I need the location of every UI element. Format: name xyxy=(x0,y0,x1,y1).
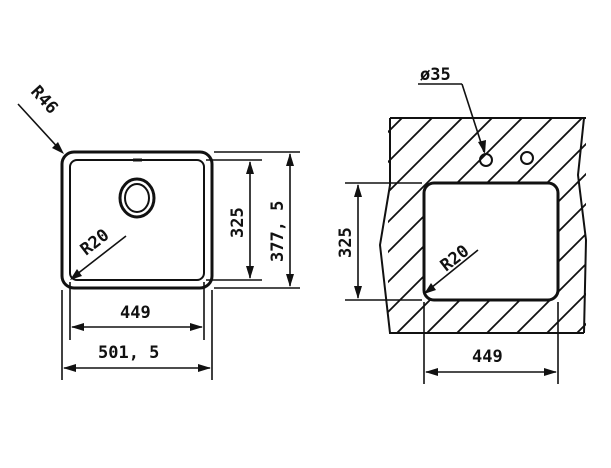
dim-377-label: 377, 5 xyxy=(268,201,288,262)
diameter-label: ø35 xyxy=(420,65,451,85)
hatch-line xyxy=(388,118,561,333)
drain-outer xyxy=(118,177,156,219)
r20-left-label: R20 xyxy=(77,225,114,260)
hatch-line xyxy=(539,118,586,333)
hatch-line xyxy=(449,118,586,333)
dim-377-arrow-bottom xyxy=(286,274,294,287)
countertop-outline xyxy=(378,117,586,334)
dim-449-left-arrow-l xyxy=(71,323,84,331)
dim-501-label: 501, 5 xyxy=(98,343,159,363)
dim-449-left-arrow-r xyxy=(190,323,203,331)
outer-rim xyxy=(60,150,214,290)
r20-right-label: R20 xyxy=(437,241,474,276)
dim-325-right-arrow-top xyxy=(354,184,362,197)
hatch-line xyxy=(569,118,586,333)
hatch-line xyxy=(600,110,611,340)
hatch-line xyxy=(479,118,586,333)
r46-arrowhead xyxy=(52,142,64,154)
hatch-line xyxy=(388,118,531,333)
drain-inner xyxy=(124,183,150,213)
dim-325-left-arrow-bottom xyxy=(246,266,254,279)
hatch-line xyxy=(509,118,586,333)
tap-hole-2 xyxy=(520,151,534,165)
dim-449-right-arrow-l xyxy=(425,368,438,376)
tap-hole-1 xyxy=(479,153,493,167)
dim-377-arrow-top xyxy=(286,153,294,166)
dim-325-left-label: 325 xyxy=(228,207,248,238)
hatch-line xyxy=(150,110,380,340)
hatch-line xyxy=(388,118,501,333)
dim-501-arrow-l xyxy=(63,364,76,372)
hatch-line xyxy=(388,118,471,333)
r46-leader xyxy=(17,103,63,153)
hatch-line xyxy=(388,118,441,333)
r20-left-leader xyxy=(71,235,127,279)
dim-325-right-arrow-bottom xyxy=(354,286,362,299)
left-view: R46 R20 325 377, 5 449 501, xyxy=(17,82,300,380)
r20-left-arrowhead xyxy=(70,269,82,280)
r46-label: R46 xyxy=(26,82,61,118)
dim-325-left-arrow-top xyxy=(246,161,254,174)
hatch-line xyxy=(388,118,586,333)
hatch-line xyxy=(388,118,411,333)
countertop-right-edge xyxy=(576,117,588,334)
diameter-leader xyxy=(461,83,485,153)
dim-449-right-label: 449 xyxy=(472,347,503,367)
dim-501-arrow-r xyxy=(198,364,211,372)
r20-right-arrowhead xyxy=(424,283,436,294)
sink-cutout xyxy=(422,181,560,302)
countertop-hatching xyxy=(150,110,611,340)
diameter-arrowhead xyxy=(478,140,486,154)
right-view: ø35 R20 325 449 xyxy=(150,65,611,384)
dim-449-left-label: 449 xyxy=(120,303,151,323)
dim-325-right-label: 325 xyxy=(336,227,356,258)
r20-right-leader xyxy=(425,249,479,293)
dim-449-right-arrow-r xyxy=(544,368,557,376)
